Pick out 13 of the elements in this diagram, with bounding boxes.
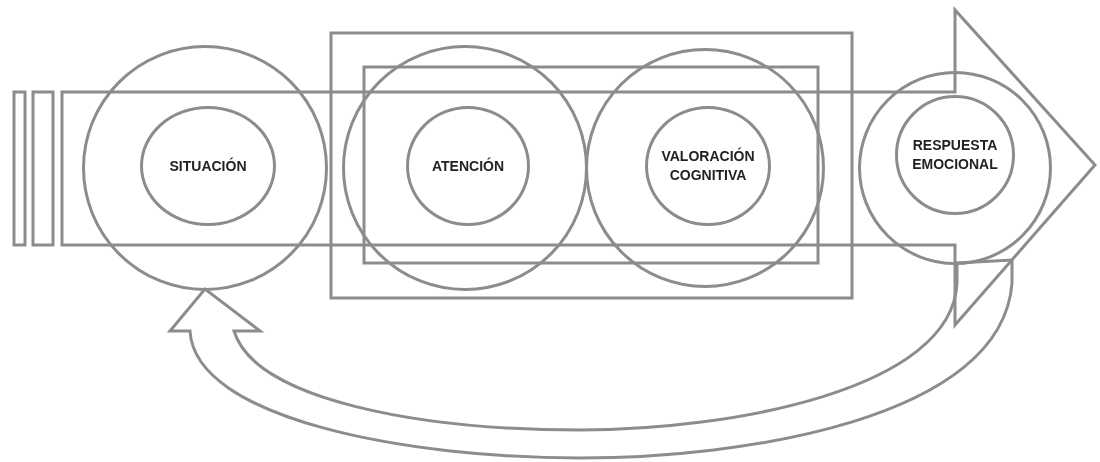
stage-circle — [342, 45, 588, 291]
stage-circle — [82, 45, 328, 291]
stage-label: VALORACIÓN COGNITIVA — [660, 147, 756, 185]
stage-ellipse — [406, 106, 530, 226]
stage-label: RESPUESTA EMOCIONAL — [911, 136, 999, 174]
stage-ellipse — [895, 95, 1015, 215]
stage-circle — [585, 48, 825, 288]
stage-ellipse — [645, 106, 771, 226]
curved-block-arrow — [168, 258, 1014, 460]
stage-label: ATENCIÓN — [431, 156, 505, 176]
stage-ellipse — [140, 106, 276, 226]
stage-label: SITUACIÓN — [169, 156, 247, 176]
stage-circle — [858, 71, 1052, 265]
